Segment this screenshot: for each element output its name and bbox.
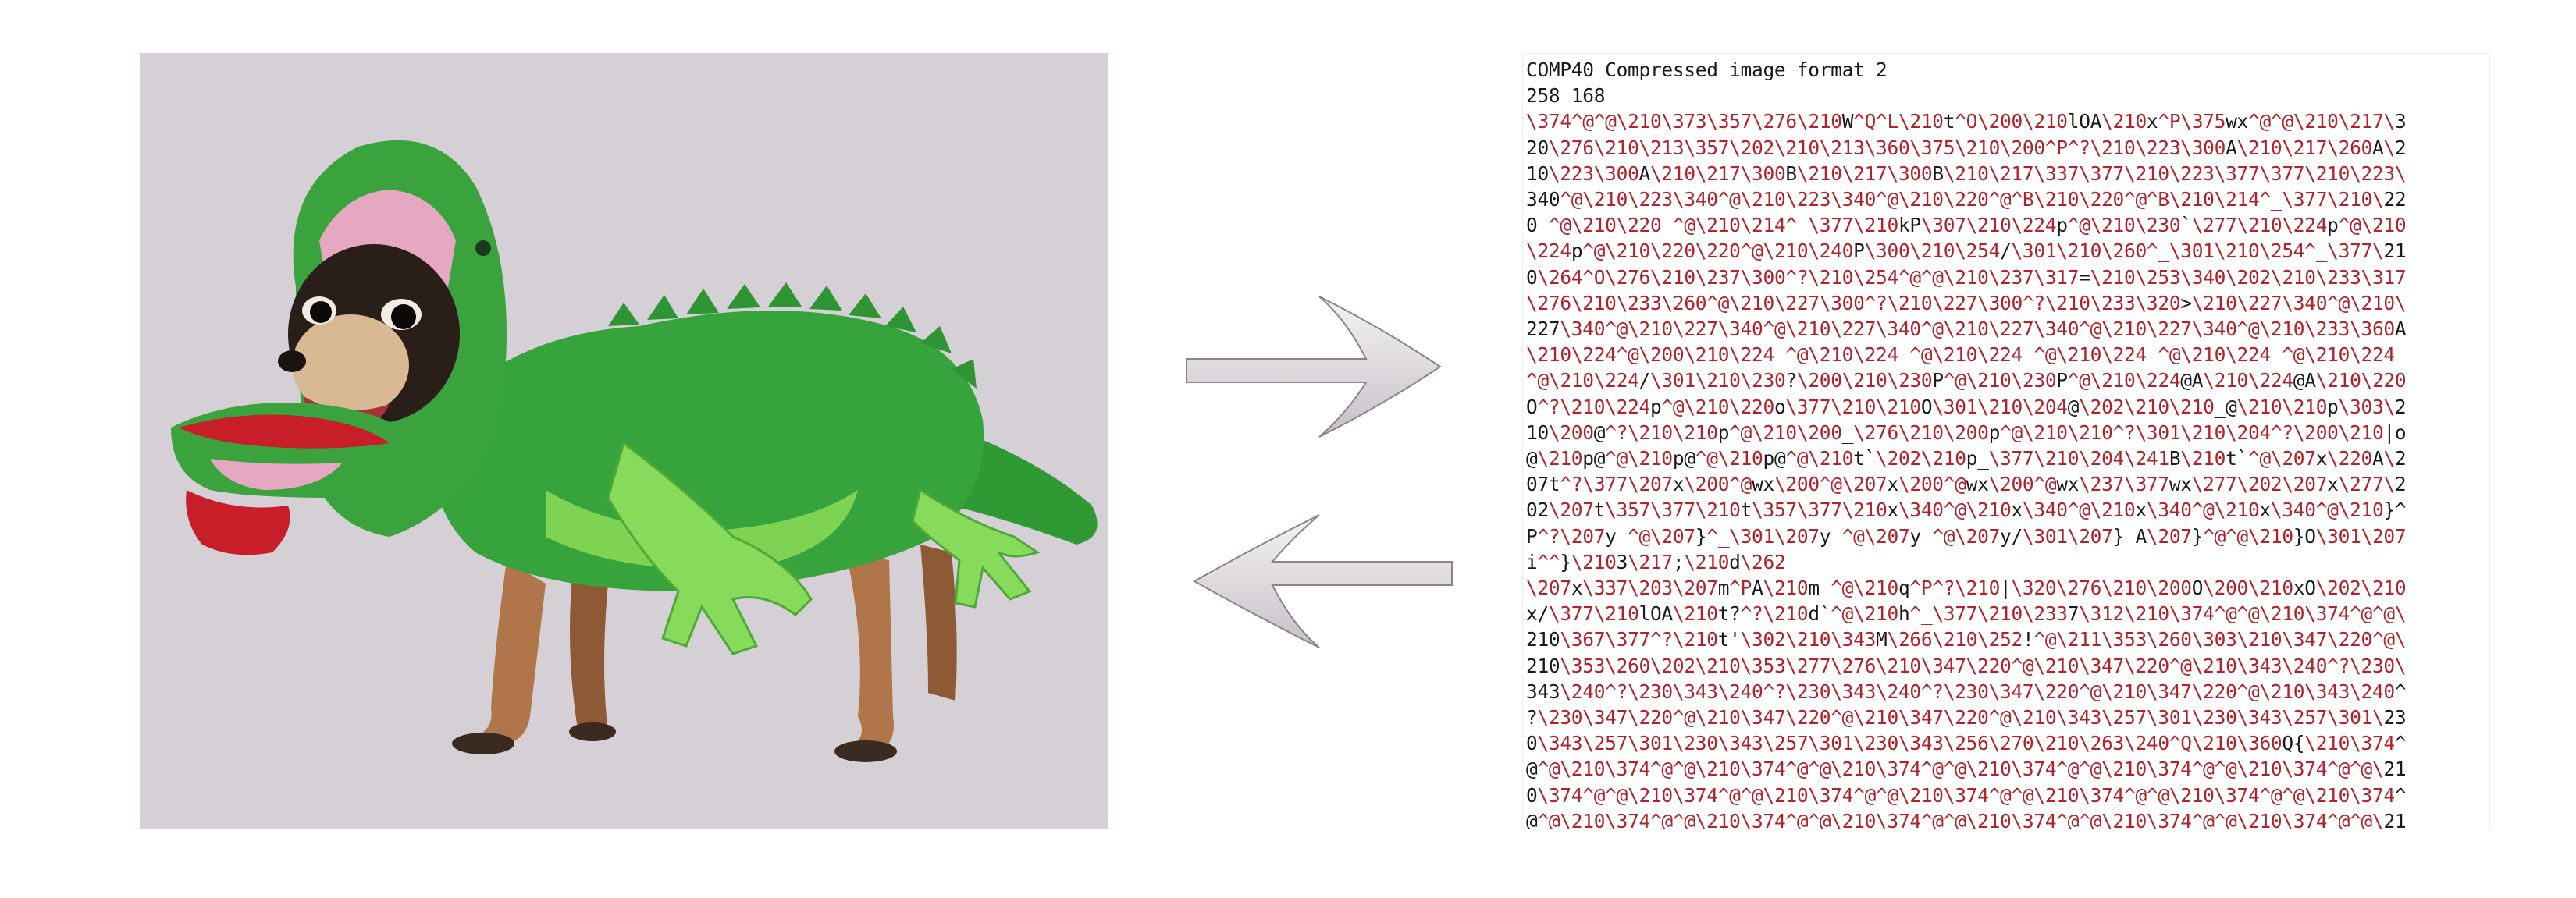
data-line: 10\200@^?\210\210p^@\210\200_\276\210\20…: [1526, 421, 2407, 444]
costume-tail: [952, 428, 1098, 545]
data-line: 227\340^@\210\227\340^@\210\227\340^@\21…: [1526, 318, 2407, 341]
data-line: x/\377\210lOA\210t?^?\210d`^@\210h^_\377…: [1526, 602, 2407, 626]
compress-arrow-right: [1186, 296, 1442, 438]
data-line: 20\276\210\213\357\202\210\213\360\375\2…: [1526, 136, 2407, 159]
data-line: P^?\207y ^@\207}^_\301\207y ^@\207y ^@\2…: [1526, 524, 2407, 548]
data-line: \276\210\233\260^@\210\227\300^?\210\227…: [1526, 291, 2407, 314]
data-line: \224p^@\210\220\220^@\210\240P\300\210\2…: [1526, 240, 2407, 263]
costume-front-claw: [607, 441, 813, 655]
dimensions-header: 258 168: [1526, 84, 1606, 108]
conversion-arrows: [1171, 273, 1468, 663]
data-line: 210\353\260\202\210\353\277\276\210\347\…: [1526, 654, 2407, 677]
costume-back-claw: [911, 488, 1041, 609]
data-line: i^^}\2103\217;\210d\262: [1526, 550, 1786, 573]
data-line: 210\367\377^?\210t'\302\210\343M\266\210…: [1526, 628, 2407, 651]
dog-in-dinosaur-costume-illustration: [171, 140, 1098, 762]
source-photo: [140, 53, 1108, 829]
data-line: \210\224^@\200\210\224 ^@\210\224 ^@\210…: [1526, 343, 2395, 367]
data-line: \374^@^@\210\373\357\276\210W^Q^L\210t^O…: [1526, 110, 2407, 133]
format-header: COMP40 Compressed image format 2: [1526, 59, 1888, 81]
data-line: 02\207t\357\377\210t\357\377\210x\340^@\…: [1526, 499, 2407, 522]
data-line: O^?\210\224p^@\210\220o\377\210\210O\301…: [1526, 395, 2407, 418]
data-line: ^@\210\224/\301\210\230?\200\210\230P^@\…: [1526, 369, 2407, 392]
data-line: @^@\210\374^@^@\210\374^@^@\210\374^@^@\…: [1526, 758, 2407, 781]
data-line: 343\240^?\230\343\240^?\230\343\240^?\23…: [1526, 680, 2407, 703]
compressed-data-lines: \374^@^@\210\373\357\276\210W^Q^L\210t^O…: [1526, 108, 2486, 829]
data-line: @\210p@^@\210p@^@\210p@^@\210t`\202\210p…: [1526, 447, 2407, 470]
costume-belly: [546, 490, 858, 570]
costume-tongue: [186, 490, 290, 555]
data-line: @^@\210\374^@^@\210\374^@^@\210\374^@^@\…: [1526, 809, 2407, 829]
dog-face: [278, 244, 460, 432]
dog-legs: [452, 545, 957, 762]
data-line: 0\264^O\276\210\237\300^?\210\254^@^@\21…: [1526, 265, 2407, 289]
costume-spikes: [608, 282, 977, 389]
data-line: 07t^?\377\207x\200^@wx\200^@\207x\200^@w…: [1526, 473, 2407, 496]
costume-eye: [475, 240, 491, 256]
data-line: 340^@\210\223\340^@\210\223\340^@\210\22…: [1526, 188, 2407, 211]
data-line: 0 ^@\210\220 ^@\210\214^_\377\210kP\307\…: [1526, 214, 2407, 237]
data-line: ?\230\347\220^@\210\347\220^@\210\347\22…: [1526, 706, 2407, 729]
data-line: 0\374^@^@\210\374^@^@\210\374^@^@\210\37…: [1526, 783, 2407, 807]
data-line: 10\223\300A\210\217\300B\210\217\300B\21…: [1526, 161, 2407, 185]
decompress-arrow-left: [1192, 514, 1453, 648]
data-line: 0\343\257\301\230\343\257\301\230\343\25…: [1526, 732, 2407, 755]
data-line: \207x\337\203\207m^PA\210m ^@\210q^P^?\2…: [1526, 577, 2407, 600]
